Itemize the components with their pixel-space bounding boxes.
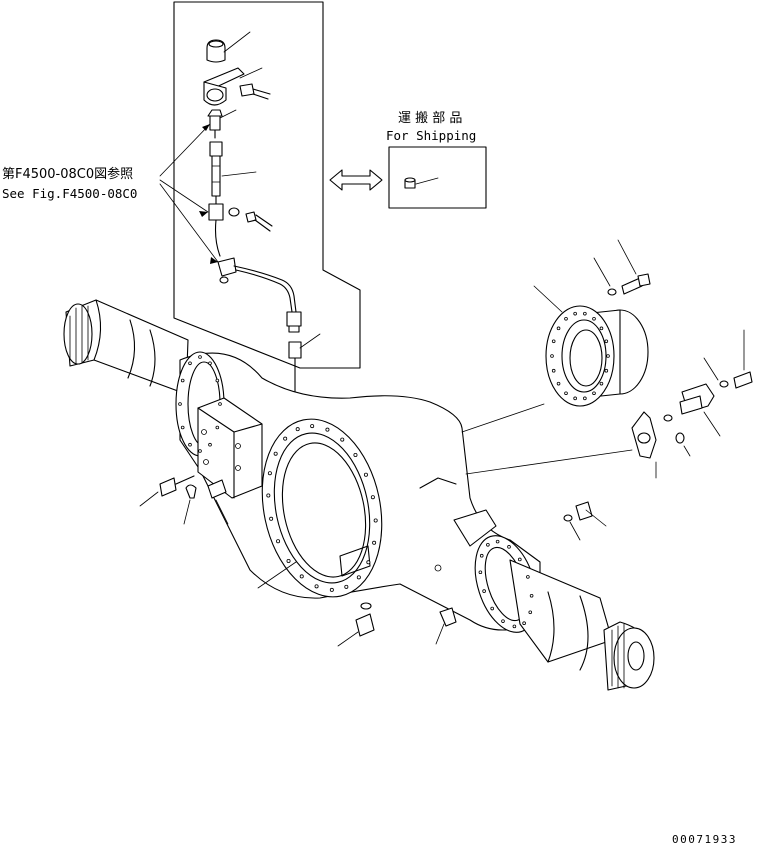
housing-right-details <box>419 477 497 572</box>
bolt-hole <box>564 316 568 321</box>
bottom-drain-plug <box>257 561 457 647</box>
bolt-hole <box>325 427 330 432</box>
bolt-hole <box>366 560 371 565</box>
bolt-hole <box>276 539 281 544</box>
tee-fitting <box>208 195 273 257</box>
bolt-hole <box>501 619 505 623</box>
bolt-hole <box>583 311 587 316</box>
bolt-hole <box>208 442 212 447</box>
left-axle-shaft <box>63 299 189 395</box>
bolt-hole <box>370 495 375 500</box>
bolt-hole <box>363 472 368 477</box>
bolt-hole <box>314 584 319 589</box>
bolt-hole <box>599 326 604 331</box>
shipping-label-jp: 運 搬 部 品 <box>398 111 462 126</box>
bolt-hole <box>269 516 274 521</box>
reference-label-en: See Fig.F4500-08C0 <box>2 186 137 201</box>
bolt-hole <box>273 451 278 456</box>
bolt-hole <box>266 493 271 498</box>
bracket-block <box>203 67 271 106</box>
bolt-hole <box>310 424 315 429</box>
hose <box>209 141 257 197</box>
bolt-hole <box>215 378 220 383</box>
shipping-label-en: For Shipping <box>386 128 476 143</box>
bolt-hole <box>529 593 534 598</box>
double-arrow <box>329 169 383 191</box>
bolt-hole <box>267 471 272 476</box>
bolt-hole <box>512 624 517 629</box>
bolt-hole <box>295 427 300 432</box>
bolt-hole <box>373 518 378 523</box>
bolt-hole <box>564 391 568 396</box>
elbow-fitting <box>207 109 237 139</box>
tube-clip <box>217 257 302 333</box>
reference-label-jp: 第F4500-08C0図参照 <box>2 166 133 182</box>
bolt-hole <box>344 584 349 589</box>
bolt-hole <box>606 354 610 358</box>
bolt-hole <box>188 361 192 366</box>
brake-bolts <box>593 239 651 296</box>
bolt-hole <box>556 381 561 386</box>
bolt-hole <box>329 587 334 592</box>
flange-bolt-holes <box>178 311 610 629</box>
bolt-hole <box>583 396 587 401</box>
bolt-hole <box>526 575 530 579</box>
left-fasteners <box>139 475 229 525</box>
bolt-hole <box>495 539 500 544</box>
bolt-hole <box>604 368 609 373</box>
hose-inset-frame <box>173 1 361 369</box>
shipping-box <box>388 146 487 209</box>
speed-sensor <box>465 411 691 479</box>
drain-plug-right <box>563 501 607 541</box>
center-flange <box>261 418 383 598</box>
breather-cap <box>206 31 251 63</box>
bolt-hole <box>551 339 556 344</box>
bolt-hole <box>478 570 483 575</box>
bolt-hole <box>299 574 304 579</box>
bolt-hole <box>372 540 377 545</box>
bolt-hole <box>215 425 220 430</box>
bolt-hole <box>528 610 533 615</box>
bolt-hole <box>550 354 554 358</box>
bolt-hole <box>340 437 345 442</box>
bolt-hole <box>180 378 185 383</box>
bolt-hole <box>592 391 596 396</box>
bolt-hole <box>198 449 202 453</box>
bolt-hole <box>518 557 522 562</box>
bolt-hole <box>353 453 358 458</box>
bolt-hole <box>180 425 185 430</box>
bolt-hole <box>479 553 484 558</box>
bolt-hole <box>490 606 494 611</box>
bolt-hole <box>573 311 577 316</box>
bolt-hole <box>283 436 288 441</box>
bolt-hole <box>573 396 577 401</box>
reference-arrows <box>159 123 219 264</box>
bolt-hole <box>218 402 222 406</box>
bolt-hole <box>486 542 490 547</box>
bolt-hole <box>188 442 192 447</box>
bolt-hole <box>482 589 486 593</box>
bolt-hole <box>208 361 212 366</box>
bolt-hole <box>286 558 291 563</box>
housing-elbow <box>288 333 321 393</box>
bolt-hole <box>551 368 556 373</box>
brake-housing <box>461 285 649 433</box>
bolt-hole <box>507 545 511 549</box>
bolt-hole <box>198 355 202 359</box>
drawing-number: 00071933 <box>672 833 737 846</box>
shipping-plug <box>404 177 439 189</box>
bolt-hole <box>178 402 182 406</box>
bolt-hole <box>604 339 609 344</box>
bolt-hole <box>592 316 596 321</box>
bolt-hole <box>522 621 526 626</box>
sensor-bracket <box>679 329 753 437</box>
bolt-hole <box>556 326 561 331</box>
bolt-hole <box>356 575 361 580</box>
bolt-hole <box>599 381 604 386</box>
